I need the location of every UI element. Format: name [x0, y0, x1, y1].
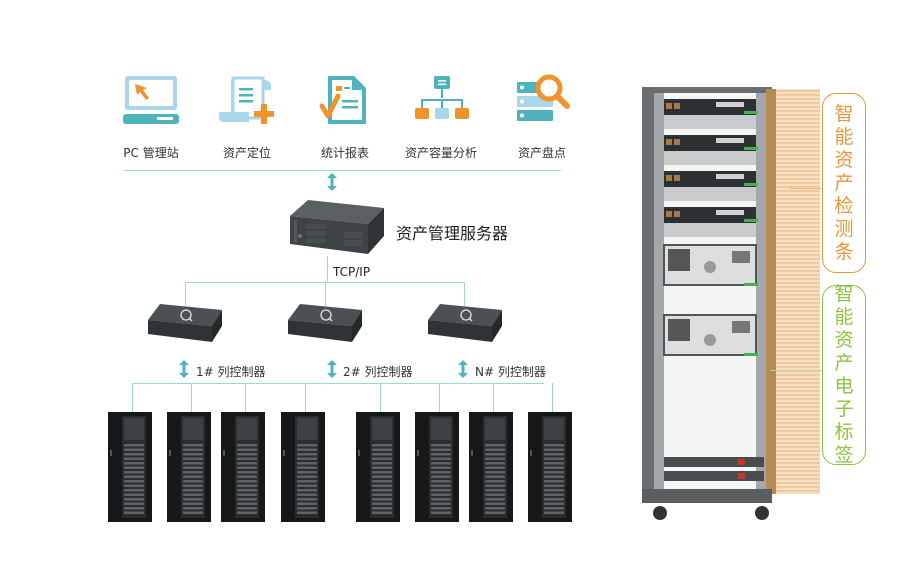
rack-drop-line — [439, 383, 440, 413]
server-rack-7 — [469, 412, 513, 522]
label-char: 标 — [834, 421, 854, 443]
server-rack-3 — [221, 412, 265, 522]
label-char: 条 — [834, 240, 854, 263]
electronic-tag-label-box: 智能资产电子标签 — [822, 283, 866, 467]
rack-drop-line — [552, 383, 553, 413]
server-rack-8 — [528, 412, 572, 522]
label-char: 智 — [834, 283, 854, 305]
label-char: 能 — [834, 125, 854, 148]
label-char: 产 — [834, 171, 854, 194]
server-rack-5 — [356, 412, 400, 522]
detection-strip-callout-line — [790, 188, 822, 189]
rack-drop-line — [305, 383, 306, 413]
bidirectional-arrow-icon — [458, 360, 468, 378]
management-server-image — [290, 200, 384, 254]
module-label-capacity-analysis: 资产容量分析 — [404, 146, 477, 160]
label-char: 能 — [834, 306, 854, 328]
electronic-tag-callout-line — [770, 370, 822, 371]
bidirectional-arrow-icon — [327, 360, 337, 378]
scroll-plus-icon — [219, 76, 274, 124]
label-char: 测 — [834, 217, 854, 240]
controller-label-2: 2# 列控制器 — [343, 365, 413, 379]
bidirectional-arrow-icon — [327, 173, 337, 191]
hierarchy-icon — [415, 76, 469, 119]
module-label-pc-station: PC 管理站 — [123, 146, 179, 160]
rack-drop-line — [493, 383, 494, 413]
detection-strip-label: 智能资产检测条 — [834, 103, 853, 264]
rack-bus-line — [132, 383, 544, 384]
electronic-tag-label: 智能资产电子标签 — [834, 283, 853, 467]
bidirectional-arrow-icon — [179, 360, 189, 378]
report-check-icon — [319, 76, 366, 124]
module-label-asset-inventory: 资产盘点 — [517, 146, 566, 160]
label-char: 资 — [834, 329, 854, 351]
server-label: 资产管理服务器 — [396, 224, 509, 243]
rack-drop-line — [380, 383, 381, 413]
detection-strip-label-box: 智能资产检测条 — [822, 93, 866, 273]
label-char: 子 — [834, 398, 854, 420]
top-bus-line — [124, 170, 561, 171]
server-rack-4 — [281, 412, 325, 522]
module-label-statistics-report: 统计报表 — [320, 146, 369, 160]
server-rack-1 — [108, 412, 152, 522]
rack-drop-line — [132, 383, 133, 413]
rack-drop-line — [245, 383, 246, 413]
server-drop-line — [327, 256, 328, 282]
server-rack-6 — [415, 412, 459, 522]
server-rack-2 — [167, 412, 211, 522]
controller-label-n: N# 列控制器 — [475, 365, 546, 379]
module-label-asset-location: 资产定位 — [222, 146, 271, 160]
cabinet-detail-image — [642, 87, 820, 520]
label-char: 资 — [834, 148, 854, 171]
label-char: 智 — [834, 102, 854, 125]
rack-drop-line — [191, 383, 192, 413]
label-char: 签 — [834, 444, 854, 466]
column-controller-2 — [288, 304, 362, 342]
label-char: 检 — [834, 194, 854, 217]
controller-drop-line-n — [464, 282, 465, 306]
column-controller-1 — [148, 304, 222, 342]
label-char: 电 — [834, 375, 854, 397]
column-controller-n — [428, 304, 502, 342]
pc-monitor-icon — [123, 76, 179, 124]
controller-drop-line-1 — [185, 282, 186, 306]
server-search-icon — [517, 74, 570, 121]
controller-label-1: 1# 列控制器 — [196, 365, 266, 379]
controller-drop-line-2 — [325, 282, 326, 306]
label-char: 产 — [834, 352, 854, 374]
protocol-label: TCP/IP — [333, 265, 371, 279]
